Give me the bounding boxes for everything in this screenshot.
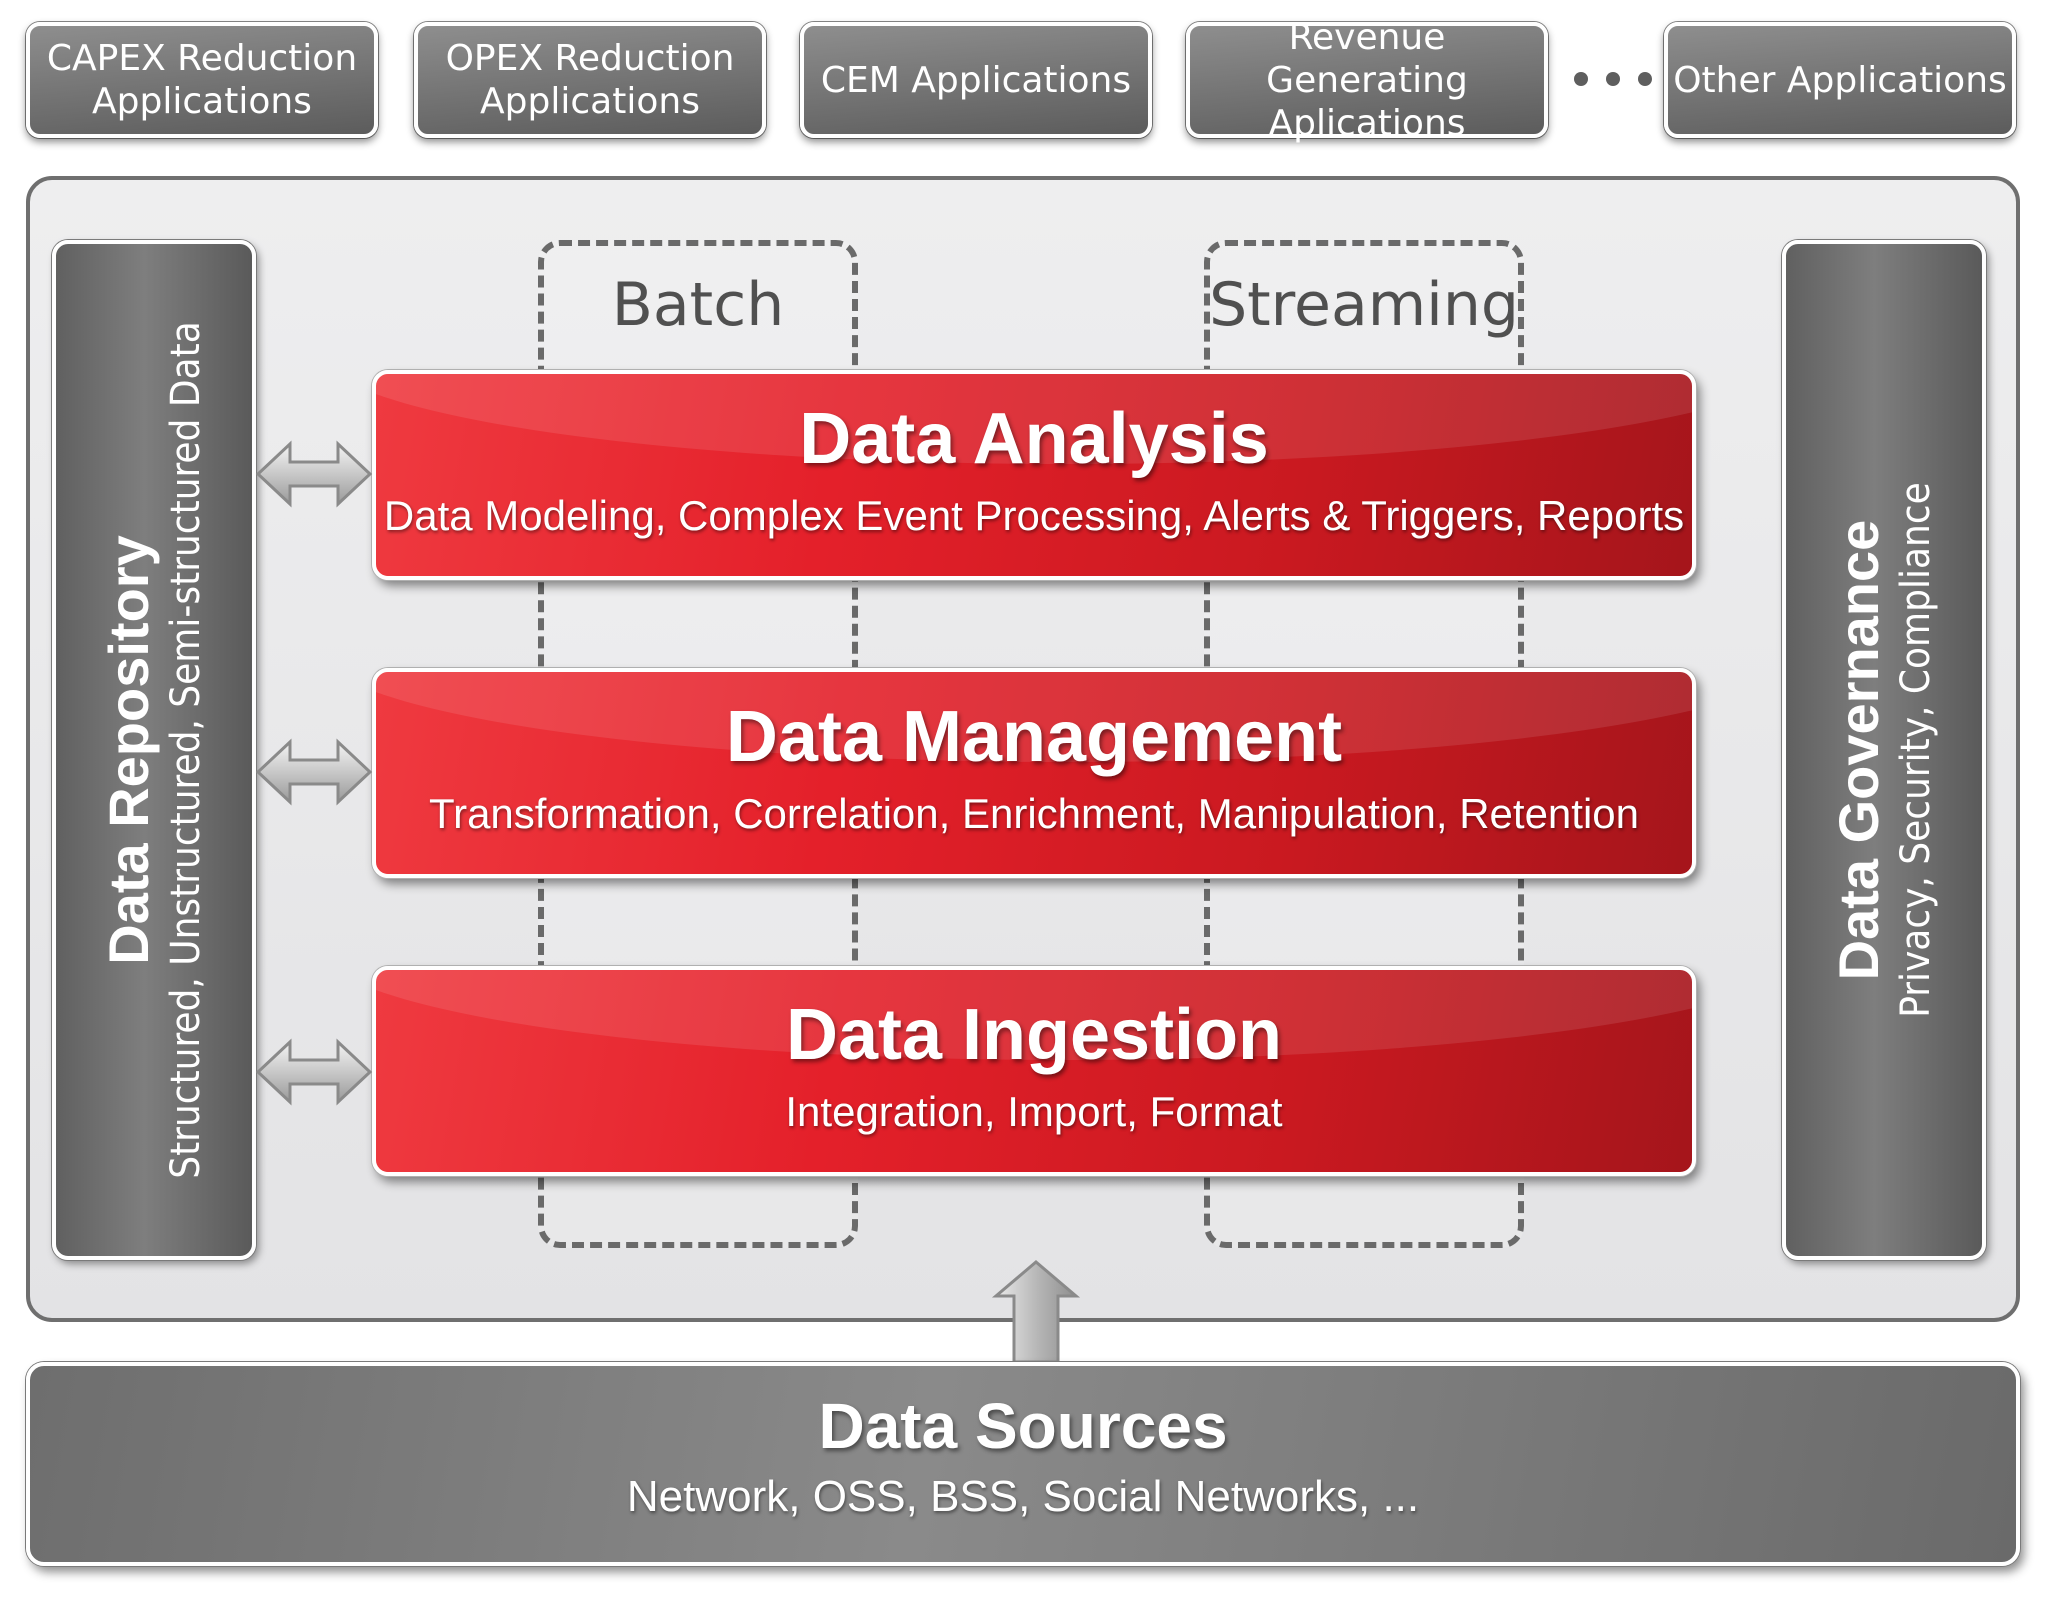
data-analysis-subtitle: Data Modeling, Complex Event Processing,… [383,492,1685,539]
data-analysis-title: Data Analysis [799,399,1269,479]
app-box-opex: OPEX Reduction Applications [414,22,766,138]
data-governance-column: Data Governance Privacy, Security, Compl… [1782,240,1986,1260]
data-management-layer: Data Management Transformation, Correlat… [372,668,1696,878]
data-ingestion-title: Data Ingestion [785,995,1283,1075]
app-box-other: Other Applications [1664,22,2016,138]
app-box-revenue: Revenue Generating Aplications [1186,17,1548,144]
streaming-label: Streaming [1209,270,1519,340]
data-ingestion-layer: Data Ingestion Integration, Import, Form… [372,966,1696,1176]
more-applications-ellipsis [1574,72,1652,86]
data-analysis-layer: Data Analysis Data Modeling, Complex Eve… [372,370,1696,580]
data-ingestion-subtitle: Integration, Import, Format [785,1088,1283,1135]
data-repository-column: Data Repository Structured, Unstructured… [52,240,256,1260]
data-management-subtitle: Transformation, Correlation, Enrichment,… [428,790,1640,837]
app-box-capex: CAPEX Reduction Applications [26,22,378,138]
double-arrow-ingestion-icon [255,1038,373,1106]
data-sources-subtitle: Network, OSS, BSS, Social Networks, ... [626,1472,1420,1521]
data-sources-bar: Data Sources Network, OSS, BSS, Social N… [26,1362,2020,1566]
double-arrow-management-icon [255,738,373,806]
batch-label: Batch [611,270,785,340]
data-sources-title: Data Sources [818,1390,1228,1462]
up-arrow-sources-icon [991,1260,1081,1364]
app-box-cem: CEM Applications [800,22,1152,138]
data-management-title: Data Management [725,697,1343,777]
double-arrow-analysis-icon [255,440,373,508]
